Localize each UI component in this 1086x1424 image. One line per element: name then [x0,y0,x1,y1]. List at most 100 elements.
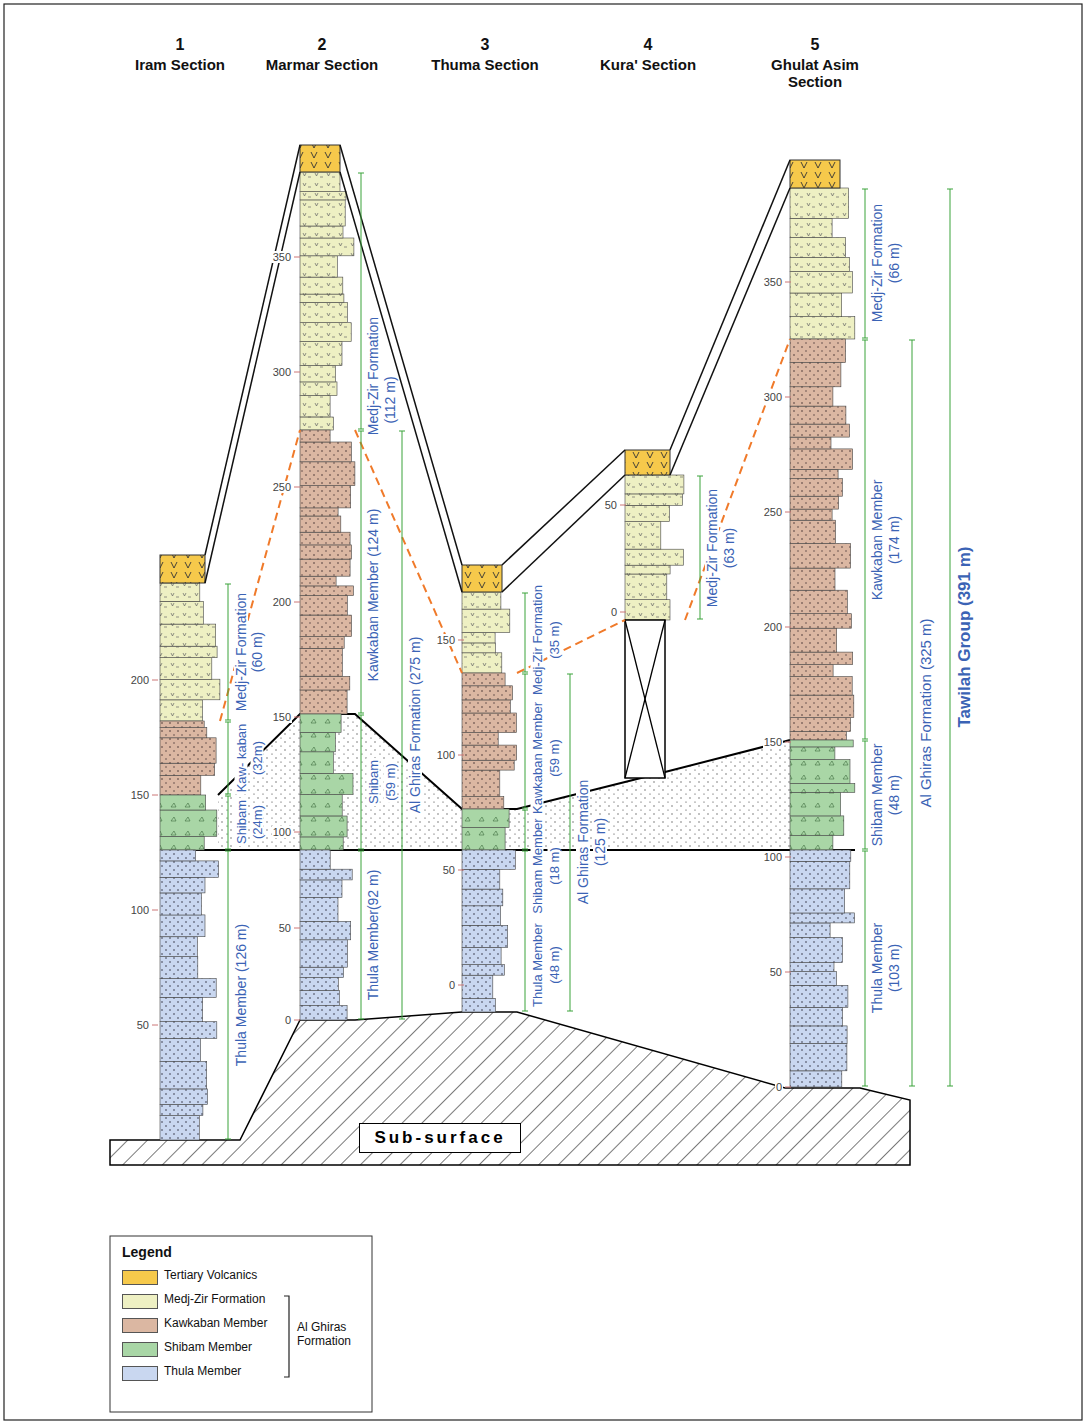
rock-bed [462,889,503,906]
tick-label: 250 [272,481,292,494]
rock-bed [300,921,351,939]
unit-label: Medj-Zir Formation [234,591,248,713]
rock-bed [300,559,350,576]
tick-label: 100 [272,826,292,839]
tick-label: 50 [604,499,618,512]
rock-bed [300,277,343,294]
rock-bed [462,592,501,609]
section-number: 2 [318,36,327,54]
thickness-bracket [358,851,364,1019]
rock-bed [300,837,343,850]
tick-mark [152,795,158,796]
rock-bed [300,940,348,967]
tick-mark [785,972,791,973]
rock-bed [300,396,330,417]
unit-label: (18 m) [548,845,561,887]
rock-bed [462,713,516,733]
unit-label: (112 m) [383,374,397,425]
thickness-bracket [225,796,231,849]
rock-bed [160,957,198,979]
unit-label: Tawilah Group (391 m) [956,544,973,729]
unit-label: Thula Member [531,921,544,1009]
unit-label: Medj-Zir Formation [366,315,380,437]
rock-bed [462,809,509,828]
kura-gap-box [625,620,665,778]
rock-bed [160,700,203,721]
rock-bed [462,760,514,770]
rock-bed [790,339,846,363]
rock-bed [462,850,515,869]
rock-bed [160,1022,217,1039]
rock-bed [790,293,842,317]
unit-label: (24m) [251,803,264,841]
legend-text: Tertiary Volcanics [164,1269,257,1283]
tick-mark [785,857,791,858]
rock-bed [300,690,347,714]
rock-bed [300,508,338,516]
unit-label: Shibam Member [531,816,544,915]
legend-text: Kawkaban Member [164,1317,267,1331]
rock-bed [462,906,501,926]
rock-bed [300,732,335,751]
rock-bed [160,624,216,646]
rock-bed [300,576,336,586]
rock-bed [300,773,353,794]
thickness-bracket [522,851,528,1011]
volcanic-cap [160,555,205,583]
columns [160,145,855,1140]
gap-cross [625,620,665,778]
thickness-bracket [225,851,231,1139]
unit-label: Medj-Zir Formation [705,487,719,609]
rock-bed [625,505,670,521]
thickness-bracket [225,722,231,794]
tick-mark [620,612,626,613]
rock-bed [160,810,217,836]
tick-label: 150 [763,736,783,749]
tick-mark [458,870,464,871]
rock-bed [160,1089,208,1105]
rock-bed [300,442,352,462]
tick-marks [152,257,791,1087]
tick-label: 200 [130,674,150,687]
rock-bed [160,646,217,658]
tick-label: 150 [436,634,456,647]
tick-label: 250 [763,506,783,519]
thickness-bracket [697,476,703,619]
tick-mark [294,928,300,929]
medjzir-base-correlation [220,339,790,721]
rock-bed [790,406,846,424]
unit-label: (125 m) [593,816,607,868]
tick-mark [785,1087,791,1088]
unit-label: (32m) [251,739,264,777]
rock-bed [300,200,345,226]
rock-bed [300,323,351,342]
rock-bed [462,686,513,700]
rock-bed [625,494,683,505]
rock-bed [790,836,833,850]
tick-label: 100 [763,851,783,864]
unit-label: (59 m) [384,761,397,803]
rock-bed [790,1026,847,1044]
rock-bed [300,382,337,396]
rock-bed [160,1104,203,1115]
rock-bed [790,652,853,665]
rock-bed [300,256,337,277]
tick-mark [294,257,300,258]
tick-label: 50 [769,966,783,979]
volcanic-cap [462,565,502,592]
tick-label: 100 [130,904,150,917]
tick-label: 150 [130,789,150,802]
rock-bed [790,913,855,923]
rock-bed [790,695,854,718]
rock-bed [625,600,670,620]
rock-bed [300,430,330,442]
tick-label: 0 [284,1014,292,1027]
legend-text: Shibam Member [164,1341,252,1355]
rock-bed [790,479,842,497]
correlation-line [502,475,625,592]
unit-label: Shibam Member [870,742,884,849]
legend-swatch [122,1318,158,1333]
rock-bed [160,1061,207,1089]
rock-bed [790,520,836,543]
tick-mark [152,910,158,911]
